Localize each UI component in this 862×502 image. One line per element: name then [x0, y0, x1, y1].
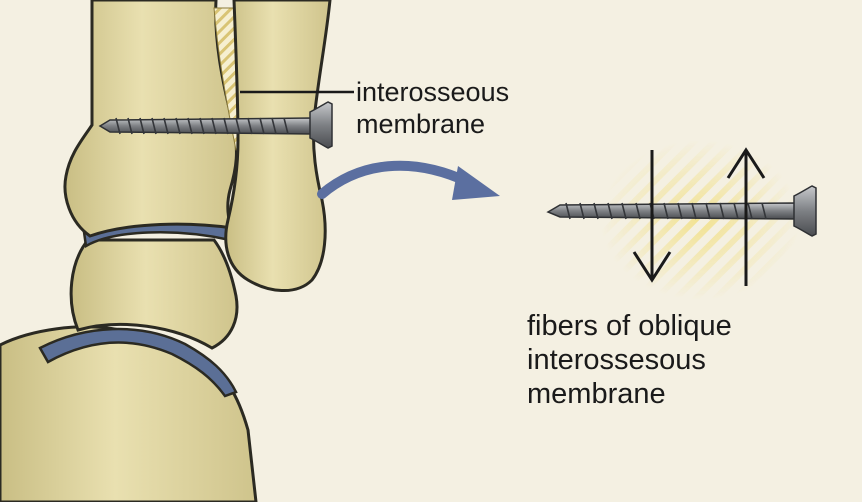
lower-cartilage	[38, 327, 238, 398]
interosseous-label-line1: interosseous	[356, 77, 510, 107]
fibers-label-line1: fibers of oblique	[527, 310, 732, 342]
screw-in-bone	[98, 101, 333, 149]
interosseous-membrane-label: interosseous membrane	[356, 76, 509, 140]
talar-dome	[69, 238, 239, 350]
down-arrow	[632, 150, 672, 283]
oblique-fibers	[600, 140, 800, 300]
transition-arrow	[317, 160, 500, 200]
oblique-fibers-label: fibers of oblique interossesous membrane	[527, 309, 732, 411]
fibers-label-line3: membrane	[527, 378, 666, 410]
talus-bone	[0, 325, 258, 502]
tibia-bone	[63, 0, 238, 238]
interosseous-label-line2: membrane	[356, 109, 486, 139]
screw-detail	[546, 185, 817, 237]
fibula-bone	[224, 0, 332, 293]
fibers-label-line2: interossesous	[527, 344, 706, 376]
up-arrow	[726, 147, 766, 286]
